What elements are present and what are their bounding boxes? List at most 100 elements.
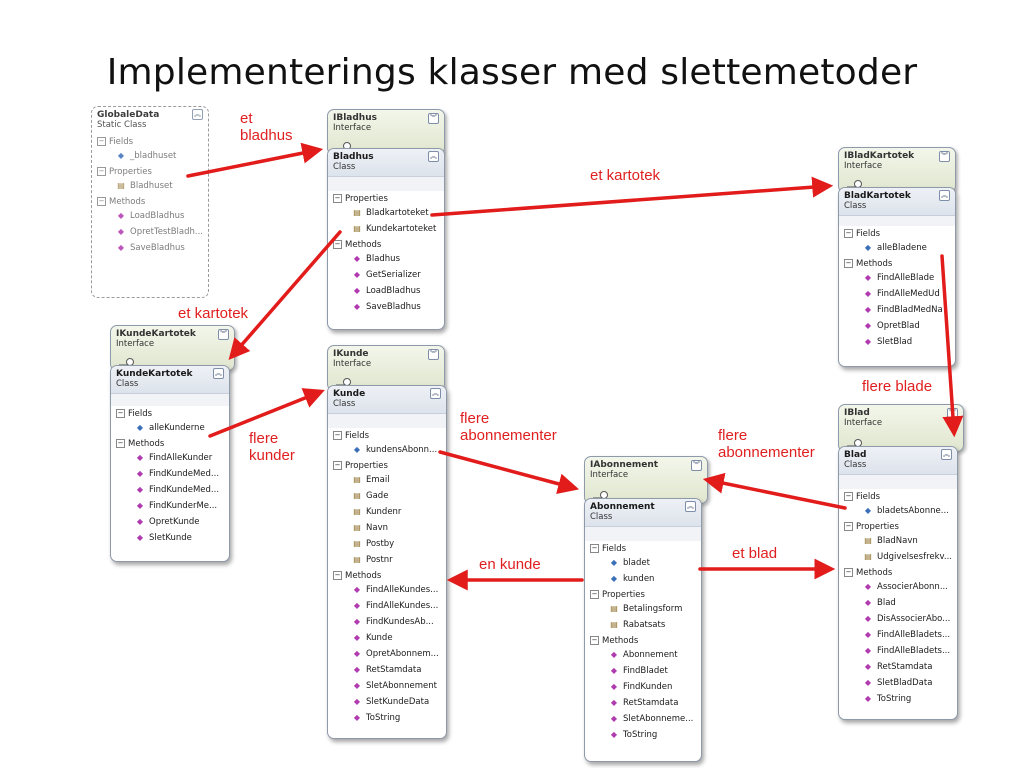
property-item[interactable]: ▤Gade <box>353 491 389 501</box>
method-item[interactable]: ◆SletKundeData <box>353 697 430 707</box>
property-item[interactable]: ▤Navn <box>353 523 388 533</box>
section-methods[interactable]: −Methods <box>333 240 382 250</box>
property-item[interactable]: ▤Betalingsform <box>610 604 683 614</box>
interface-ikunde[interactable]: IKunde Interface ︾ <box>327 345 445 391</box>
method-item[interactable]: ◆FindAlleKundes... <box>353 585 439 595</box>
method-item[interactable]: ◆SletAbonnement <box>353 681 437 691</box>
method-item[interactable]: ◆RetStamdata <box>864 662 933 672</box>
interface-iabonnement[interactable]: IAbonnement Interface ︾ <box>584 456 708 504</box>
method-item[interactable]: ◆FindAlleKundes... <box>353 601 439 611</box>
field-item[interactable]: ◆alleBladene <box>864 243 927 253</box>
method-item[interactable]: ◆Abonnement <box>610 650 678 660</box>
collapse-toggle[interactable]: ︽ <box>941 449 952 460</box>
method-item[interactable]: ◆OpretAbonnem... <box>353 649 439 659</box>
section-methods[interactable]: −Methods <box>844 568 893 578</box>
collapse-toggle[interactable]: ︽ <box>213 368 224 379</box>
method-item[interactable]: ◆SletAbonneme... <box>610 714 694 724</box>
class-kundekartotek[interactable]: KundeKartotek Class ︽ −Fields ◆alleKunde… <box>110 365 230 562</box>
section-fields[interactable]: −Fields <box>844 492 881 502</box>
property-item[interactable]: ▤Rabatsats <box>610 620 666 630</box>
property-item[interactable]: ▤Kundekartoteket <box>353 224 437 234</box>
collapse-toggle[interactable]: ︽ <box>192 109 203 120</box>
method-item[interactable]: ◆FindAlleMedUd <box>864 289 940 299</box>
property-item[interactable]: ▤Email <box>353 475 390 485</box>
property-item[interactable]: ▤Postnr <box>353 555 393 565</box>
property-item[interactable]: ▤BladNavn <box>864 536 918 546</box>
class-blad[interactable]: Blad Class ︽ −Fields ◆bladetsAbonne... −… <box>838 446 958 720</box>
method-item[interactable]: ◆FindBladet <box>610 666 668 676</box>
collapse-toggle[interactable]: ︽ <box>939 190 950 201</box>
collapse-toggle[interactable]: ︾ <box>428 349 439 360</box>
method-item[interactable]: ◆DisAssocierAbo... <box>864 614 951 624</box>
method-item[interactable]: ◆SletKunde <box>136 533 192 543</box>
method-item[interactable]: ◆OpretBlad <box>864 321 920 331</box>
field-item[interactable]: ◆bladetsAbonne... <box>864 506 949 516</box>
section-properties[interactable]: −Properties <box>590 590 645 600</box>
section-fields[interactable]: −Fields <box>116 409 153 419</box>
method-item[interactable]: ◆LoadBladhus <box>353 286 421 296</box>
method-item[interactable]: ◆ToString <box>353 713 401 723</box>
method-item[interactable]: ◆Bladhus <box>353 254 400 264</box>
section-methods[interactable]: −Methods <box>590 636 639 646</box>
section-methods[interactable]: −Methods <box>333 571 382 581</box>
method-item[interactable]: ◆SaveBladhus <box>117 243 185 253</box>
section-fields[interactable]: −Fields <box>590 544 627 554</box>
section-properties[interactable]: −Properties <box>97 167 152 177</box>
collapse-toggle[interactable]: ︾ <box>428 113 439 124</box>
property-item[interactable]: ▤Kundenr <box>353 507 402 517</box>
method-item[interactable]: ◆Kunde <box>353 633 393 643</box>
method-item[interactable]: ◆SletBladData <box>864 678 933 688</box>
method-item[interactable]: ◆RetStamdata <box>610 698 679 708</box>
method-item[interactable]: ◆FindKundesAb... <box>353 617 434 627</box>
method-item[interactable]: ◆FindAlleBlade <box>864 273 935 283</box>
method-item[interactable]: ◆FindBladMedNa <box>864 305 943 315</box>
method-item[interactable]: ◆FindAlleKunder <box>136 453 213 463</box>
collapse-toggle[interactable]: ︽ <box>685 501 696 512</box>
interface-ikundekartotek[interactable]: IKundeKartotek Interface ︾ <box>110 325 235 371</box>
field-item[interactable]: ◆alleKunderne <box>136 423 205 433</box>
collapse-toggle[interactable]: ︽ <box>428 151 439 162</box>
interface-ibladkartotek[interactable]: IBladKartotek Interface ︾ <box>838 147 956 193</box>
property-item[interactable]: ▤Bladkartoteket <box>353 208 429 218</box>
field-item[interactable]: ◆bladet <box>610 558 650 568</box>
collapse-toggle[interactable]: ︾ <box>218 329 229 340</box>
method-item[interactable]: ◆FindAlleBladets... <box>864 646 951 656</box>
class-kunde[interactable]: Kunde Class ︽ −Fields ◆kundensAbonn... −… <box>327 385 447 739</box>
field-item[interactable]: ◆kundensAbonn... <box>353 445 438 455</box>
collapse-toggle[interactable]: ︾ <box>947 408 958 419</box>
method-item[interactable]: ◆FindKundeMed... <box>136 469 220 479</box>
collapse-toggle[interactable]: ︾ <box>939 151 950 162</box>
method-item[interactable]: ◆Blad <box>864 598 896 608</box>
section-fields[interactable]: −Fields <box>97 137 134 147</box>
method-item[interactable]: ◆SaveBladhus <box>353 302 421 312</box>
method-item[interactable]: ◆FindAlleBladets... <box>864 630 951 640</box>
method-item[interactable]: ◆AssocierAbonn... <box>864 582 948 592</box>
property-item[interactable]: ▤Bladhuset <box>117 181 173 191</box>
section-methods[interactable]: −Methods <box>97 197 146 207</box>
method-item[interactable]: ◆OpretTestBladh... <box>117 227 203 237</box>
property-item[interactable]: ▤Postby <box>353 539 395 549</box>
class-globaledata[interactable]: GlobaleData Static Class ︽ −Fields ◆_bla… <box>91 106 209 298</box>
class-bladhus[interactable]: Bladhus Class ︽ −Properties ▤Bladkartote… <box>327 148 445 330</box>
method-item[interactable]: ◆FindKunderMe... <box>136 501 218 511</box>
field-item[interactable]: ◆_bladhuset <box>117 151 177 161</box>
method-item[interactable]: ◆RetStamdata <box>353 665 422 675</box>
method-item[interactable]: ◆ToString <box>864 694 912 704</box>
method-item[interactable]: ◆GetSerializer <box>353 270 421 280</box>
method-item[interactable]: ◆FindKundeMed... <box>136 485 220 495</box>
interface-iblad[interactable]: IBlad Interface ︾ <box>838 404 964 452</box>
property-item[interactable]: ▤Udgivelsesfrekv... <box>864 552 953 562</box>
section-fields[interactable]: −Fields <box>333 431 370 441</box>
collapse-toggle[interactable]: ︽ <box>430 388 441 399</box>
method-item[interactable]: ◆SletBlad <box>864 337 913 347</box>
section-methods[interactable]: −Methods <box>844 259 893 269</box>
interface-ibladhus[interactable]: IBladhus Interface ︾ <box>327 109 445 155</box>
section-methods[interactable]: −Methods <box>116 439 165 449</box>
section-properties[interactable]: −Properties <box>844 522 899 532</box>
field-item[interactable]: ◆kunden <box>610 574 655 584</box>
method-item[interactable]: ◆OpretKunde <box>136 517 200 527</box>
method-item[interactable]: ◆FindKunden <box>610 682 673 692</box>
method-item[interactable]: ◆LoadBladhus <box>117 211 185 221</box>
collapse-toggle[interactable]: ︾ <box>691 460 702 471</box>
section-properties[interactable]: −Properties <box>333 461 388 471</box>
